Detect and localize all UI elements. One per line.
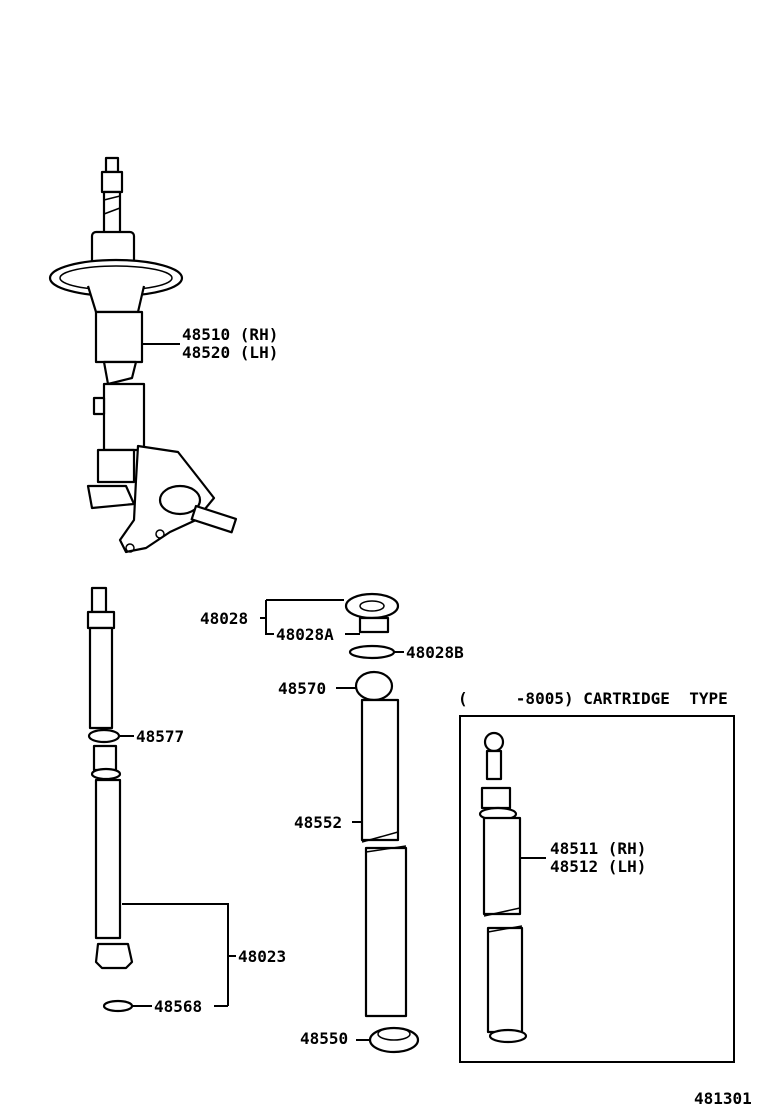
label-collar: 48577 — [136, 727, 184, 746]
label-seat: 48550 — [300, 1029, 348, 1048]
label-support-b: 48028B — [406, 643, 464, 662]
label-shock-set: 48023 — [238, 947, 286, 966]
cartridge-header: ( -8005) CARTRIDGE TYPE — [458, 689, 728, 708]
leader-lines — [120, 343, 546, 1041]
label-support-a: 48028A — [276, 625, 334, 644]
label-strut-lh: 48520 (LH) — [182, 343, 278, 362]
label-bumper: 48570 — [278, 679, 326, 698]
label-clip: 48568 — [154, 997, 202, 1016]
strut-assembly — [48, 156, 238, 554]
label-cartridge-lh: 48512 (LH) — [550, 857, 646, 876]
label-strut-rh: 48510 (RH) — [182, 325, 278, 344]
label-support-set: 48028 — [200, 609, 248, 628]
figure-number: 481301 — [694, 1089, 752, 1108]
cartridge-shock — [478, 731, 528, 1044]
cartridge-box — [459, 715, 735, 1063]
label-cover: 48552 — [294, 813, 342, 832]
shock-absorber-left — [86, 586, 134, 1013]
upper-support-and-cover — [344, 592, 420, 1054]
label-cartridge-rh: 48511 (RH) — [550, 839, 646, 858]
